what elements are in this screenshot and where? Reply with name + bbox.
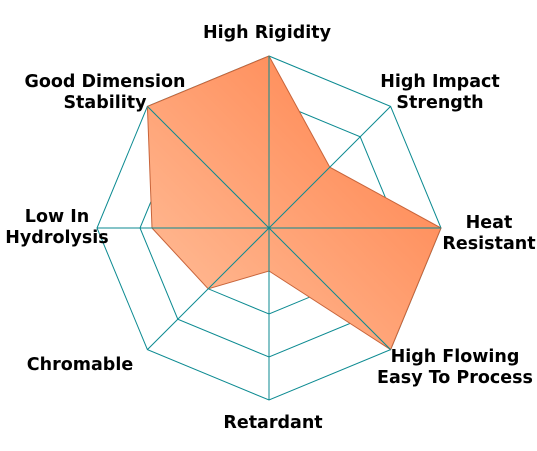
axis-label-line: Good Dimension <box>24 72 185 92</box>
axis-label-line: Retardant <box>223 413 322 433</box>
axis-label-line: Strength <box>396 93 483 113</box>
axis-label-line: Resistant <box>442 234 535 254</box>
axis-label-line: Low In <box>25 207 89 227</box>
axis-label-line: High Impact <box>380 72 500 92</box>
axis-label-0: High Rigidity <box>203 23 332 43</box>
axis-label-5: Chromable <box>27 355 134 375</box>
axis-label-line: Hydrolysis <box>5 228 108 248</box>
spoke-7 <box>147 106 270 229</box>
spoke-1 <box>268 106 391 229</box>
spoke-5 <box>147 227 270 350</box>
axis-label-line: Chromable <box>27 355 134 375</box>
axis-label-line: Heat <box>466 213 513 233</box>
axis-label-4: Retardant <box>223 413 322 433</box>
axis-label-line: High Rigidity <box>203 23 332 43</box>
spoke-layer <box>97 56 441 400</box>
axis-label-line: Stability <box>63 93 147 113</box>
spoke-3 <box>268 227 391 350</box>
axis-label-line: High Flowing <box>391 347 520 367</box>
axis-label-line: Easy To Process <box>377 368 533 388</box>
